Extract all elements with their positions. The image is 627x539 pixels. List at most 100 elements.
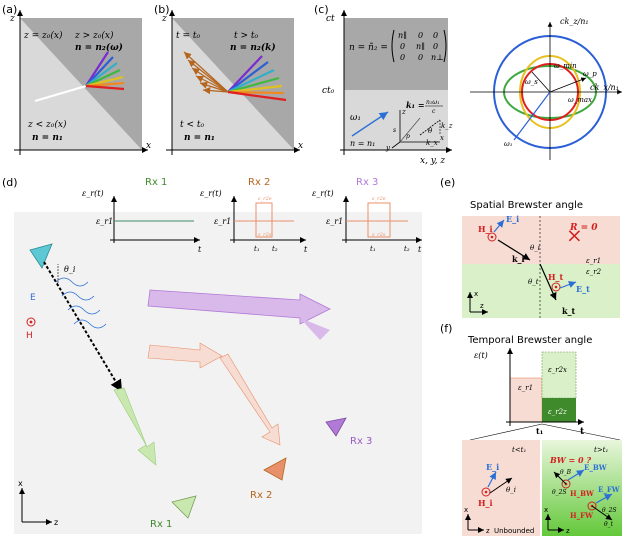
svg-text:t₂: t₂ [404,245,410,253]
R-label: R = 0 [569,223,598,233]
cross-icon: × [566,223,583,247]
ki-arrow [497,239,531,261]
th2S-label: θ_2S [552,489,567,496]
svg-text:Rx 2: Rx 2 [248,177,270,188]
k1-den: c [432,108,436,115]
label-e: (e) [440,176,455,189]
f-ylabel: ε(t) [474,351,488,360]
svg-text:z: z [566,527,570,535]
axis-z-label: z [9,14,15,24]
k1-label: k₁ = [406,100,425,110]
svg-text:ε_r2e: ε_r2e [258,196,272,202]
a-region1-line2: n = n₁ [32,133,63,143]
axis-x-label: x [146,141,151,151]
thB-label: θ_B [560,469,572,476]
label-c: (c) [314,3,329,16]
k1-num: n₁ω₁ [426,99,440,106]
H-label: H [26,331,33,341]
Ei-label: E_i [506,214,519,224]
eps-r1-label: ε_r1 [518,384,533,392]
svg-text:ε_r2e: ε_r2e [372,196,386,202]
svg-text:n∥: n∥ [398,31,407,40]
b-region1-line2: n = n₁ [184,133,215,143]
kt-arrow [539,263,557,301]
theta-i-label: θ_i [64,265,76,274]
kt-label: k_t [562,306,576,316]
svg-text:0: 0 [400,53,405,62]
axis-x-label: x [298,141,303,151]
svg-text:0: 0 [418,53,423,62]
backward-fan [183,51,229,95]
omega1-label: ω₁ [350,113,361,123]
tht-label-f: θ_t [604,521,614,528]
panel-c: (c) ct ct₀ x, y, z n = ñ₂ = n∥ 0 0 0 n∥ … [314,3,622,166]
kx-label: k_x [426,139,438,147]
svg-text:p: p [406,133,410,140]
rx2-icon [263,457,287,481]
omega-1-label: ω₁ [504,140,513,148]
b-boundary: t = t₀ [176,31,200,41]
Et-label: E_t [576,284,590,294]
c-n1-label: n = n₁ [350,139,375,148]
panel-b: (b) z x t = t₀ t > t₀ n = n₂(k) t < t₀ n… [154,3,303,155]
d-background [14,212,422,534]
f-before [462,440,540,536]
omega-max-label: ω_max [568,96,592,104]
panel-d: (d) Rx 1 ε_r(t) ε_r1 t Rx 2 ε_r(t) ε_r1 … [2,176,422,534]
svg-text:x: x [464,506,468,514]
thi-label-f: θ_i [506,486,516,494]
e-title: Spatial Brewster angle [470,200,583,211]
omega1-arrow [351,111,389,137]
b-region1-line1: t < t₀ [180,120,204,130]
circle-top-label: ck_z/n₁ [560,17,589,26]
kz-label: k_z [441,122,453,130]
svg-text:ε_r2s: ε_r2s [258,232,272,238]
region-high [172,18,294,150]
panel-a: (a) z x z = z₀(x) z > z₀(x) n = n₂(ω) z … [2,3,151,155]
HBW-label: H_BW [570,489,594,498]
svg-text:t₂: t₂ [272,245,278,253]
omega-min-label: ω_min [554,62,577,70]
axis-z-label: z [161,14,167,24]
svg-text:x: x [474,290,478,298]
transmitter-icon [29,243,53,269]
unbounded-label: Unbounded [494,527,534,535]
arrow-to-rx2 [219,353,281,446]
eps-r2x-bar [541,351,577,399]
incident-ray [34,84,87,103]
svg-text:ε_r1: ε_r1 [326,217,343,226]
a-region2-line2: n = n₂(ω) [75,42,123,53]
svg-text:y: y [385,144,391,152]
svg-text:z: z [480,302,484,310]
a-region2-line1: z > z₀(x) [74,30,114,41]
ct0-label: ct₀ [322,86,335,96]
incident-ray [43,261,123,393]
svg-text:0: 0 [418,31,423,40]
a-boundary: z = z₀(x) [23,30,63,41]
theta-label: θ [428,127,433,135]
svg-text:x: x [440,134,444,142]
region-high [20,18,142,150]
svg-text:Rx 1: Rx 1 [145,177,167,188]
svg-text:0: 0 [433,42,438,51]
region-low [344,90,448,150]
dispersion-diagram [470,22,622,160]
f-t1-label: t₁ [536,426,543,436]
svg-text:x: x [544,506,548,514]
label-a: (a) [2,3,17,16]
omega-s-label: ω_s [525,78,538,86]
e-medium1 [462,216,620,264]
rx1-icon [171,495,197,519]
b-region2-line1: t > t₀ [234,31,258,41]
svg-text:0: 0 [433,31,438,40]
EFW-label: E_FW [598,485,620,494]
rx1-plot: Rx 1 ε_r(t) ε_r1 t [82,177,202,254]
rx2-plot: Rx 2 ε_r(t) ε_r1 ε_r2e ε_r2s t₁ t₂ t [200,177,308,254]
Hi-label-f: H_i [478,498,493,508]
E-label: E [30,293,36,303]
svg-text:n∥: n∥ [416,42,425,51]
svg-text:t₁: t₁ [254,245,260,253]
eps-r2z-bar [542,398,576,422]
H-circle-icon [26,317,36,327]
matrix: n∥ 0 0 0 n∥ 0 0 0 n⊥ [391,29,447,63]
